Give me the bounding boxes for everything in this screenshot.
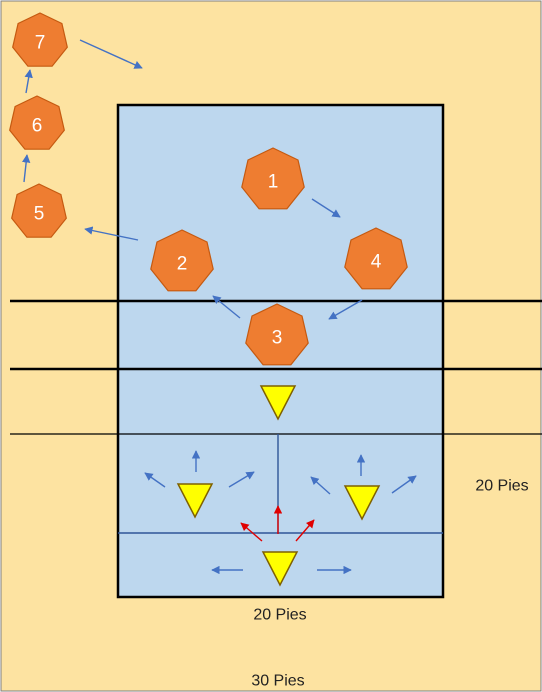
heptagon-player-icon (241, 147, 305, 210)
player-5: 5 (11, 183, 67, 238)
heptagon-player-icon (12, 12, 68, 67)
heptagon-player-icon (11, 183, 67, 238)
attack-direction-arrow (295, 519, 315, 542)
player-1: 1 (241, 147, 305, 210)
movement-arrow (228, 471, 255, 488)
movement-arrow (21, 154, 31, 183)
heptagon-player-icon (245, 303, 309, 366)
player-number-label: 7 (35, 33, 46, 54)
movement-arrow (84, 226, 139, 241)
heptagon-player-icon (9, 95, 65, 150)
cones-layer (176, 385, 381, 587)
attack-direction-arrow (240, 522, 263, 542)
movement-arrow (311, 198, 341, 218)
court-depth-label: 20 Pies (475, 478, 528, 495)
players-layer: 1 2 3 4 5 6 7 (9, 12, 408, 366)
movement-arrow (328, 299, 363, 320)
heptagon-player-icon (150, 229, 214, 292)
player-number-label: 6 (32, 116, 43, 137)
player-number-label: 2 (177, 254, 188, 275)
player-number-label: 4 (371, 252, 382, 273)
movement-arrow (212, 295, 241, 319)
player-number-label: 3 (272, 328, 283, 349)
triangle-cone-icon (259, 385, 297, 421)
player-number-label: 1 (268, 172, 279, 193)
triangle-cone-icon (176, 483, 214, 519)
total-width-label: 30 Pies (251, 673, 304, 690)
movement-arrow (24, 69, 33, 94)
player-4: 4 (344, 227, 408, 290)
court-width-label: 20 Pies (253, 607, 306, 624)
player-2: 2 (150, 229, 214, 292)
movement-arrow (144, 472, 166, 488)
movement-arrows (21, 39, 417, 575)
player-3: 3 (245, 303, 309, 366)
movement-arrow (310, 476, 331, 495)
player-6: 6 (9, 95, 65, 150)
triangle-cone-icon (261, 551, 299, 587)
triangle-cone-icon (343, 485, 381, 521)
heptagon-player-icon (344, 227, 408, 290)
player-number-label: 5 (34, 204, 45, 225)
player-7: 7 (12, 12, 68, 67)
movement-arrow (79, 39, 143, 69)
movement-arrow (391, 475, 417, 494)
